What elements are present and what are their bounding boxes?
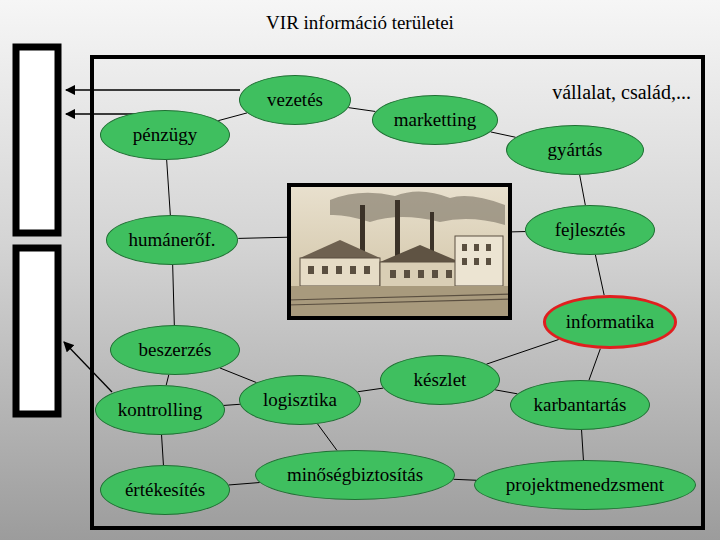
area-label: értékesítés xyxy=(125,479,205,501)
connector-line xyxy=(358,388,384,392)
enterprise-frame: vállalat, család,... vezetés pénzügy market… xyxy=(90,55,705,530)
roof xyxy=(300,240,380,258)
diagram-title: VIR információ területei xyxy=(0,12,720,34)
pointer-arrow xyxy=(64,342,112,392)
connector-line xyxy=(166,375,169,385)
connector-line xyxy=(229,483,260,485)
area-ellipse: karbantartás xyxy=(510,380,650,430)
ground xyxy=(287,286,512,320)
area-ellipse: fejlesztés xyxy=(525,205,655,255)
area-ellipse: informatika xyxy=(543,295,678,349)
area-label: humánerőf. xyxy=(128,229,215,251)
area-ellipse: logisztika xyxy=(239,375,361,425)
connector-line xyxy=(220,368,256,383)
connector-line xyxy=(167,160,171,215)
connector-line xyxy=(173,265,175,325)
side-box xyxy=(16,248,58,414)
connector-line xyxy=(580,175,586,205)
area-label: pénzügy xyxy=(133,124,197,146)
side-box xyxy=(16,47,58,233)
connector-line xyxy=(162,435,164,465)
building xyxy=(300,258,380,286)
windows xyxy=(308,244,491,278)
area-label: informatika xyxy=(566,311,655,333)
connector-line xyxy=(486,340,558,365)
area-ellipse: pénzügy xyxy=(100,110,230,160)
connector-line xyxy=(318,424,337,450)
connector-line xyxy=(595,255,604,295)
area-label: fejlesztés xyxy=(555,219,626,241)
area-label: kontrolling xyxy=(118,399,202,421)
area-ellipse: minőségbiztosítás xyxy=(255,450,455,500)
connector-line xyxy=(224,404,240,405)
area-label: gyártás xyxy=(548,139,603,161)
area-ellipse: humánerőf. xyxy=(106,215,239,265)
area-ellipse: beszerzés xyxy=(110,325,240,375)
area-ellipse: vezetés xyxy=(239,75,351,125)
connector-line xyxy=(218,113,247,121)
area-ellipse: gyártás xyxy=(506,125,644,175)
area-ellipse: projektmenedzsment xyxy=(474,460,696,510)
area-ellipse: marketting xyxy=(372,95,499,145)
connector-line xyxy=(589,349,600,380)
connector-line xyxy=(491,132,516,137)
roof xyxy=(380,245,460,262)
building xyxy=(380,262,460,288)
area-label: készlet xyxy=(414,369,467,391)
rail xyxy=(287,299,512,305)
rail xyxy=(287,294,512,300)
area-ellipse: kontrolling xyxy=(95,385,225,435)
area-label: karbantartás xyxy=(534,394,627,416)
building xyxy=(455,236,503,286)
area-label: beszerzés xyxy=(139,339,212,361)
area-label: logisztika xyxy=(263,389,337,411)
connector-line xyxy=(495,390,517,394)
area-label: vezetés xyxy=(267,89,323,111)
area-ellipse: készlet xyxy=(380,355,500,405)
area-label: marketting xyxy=(394,109,476,131)
connector-line xyxy=(454,479,477,481)
photo-frame xyxy=(289,185,510,318)
area-ellipse: értékesítés xyxy=(100,465,230,515)
smoke xyxy=(330,191,505,225)
photo-sky xyxy=(287,183,512,320)
connector-line xyxy=(348,108,375,112)
connector-line xyxy=(582,430,584,460)
frame-label: vállalat, család,... xyxy=(552,81,691,104)
area-label: projektmenedzsment xyxy=(506,474,664,496)
area-label: minőségbiztosítás xyxy=(287,464,423,486)
